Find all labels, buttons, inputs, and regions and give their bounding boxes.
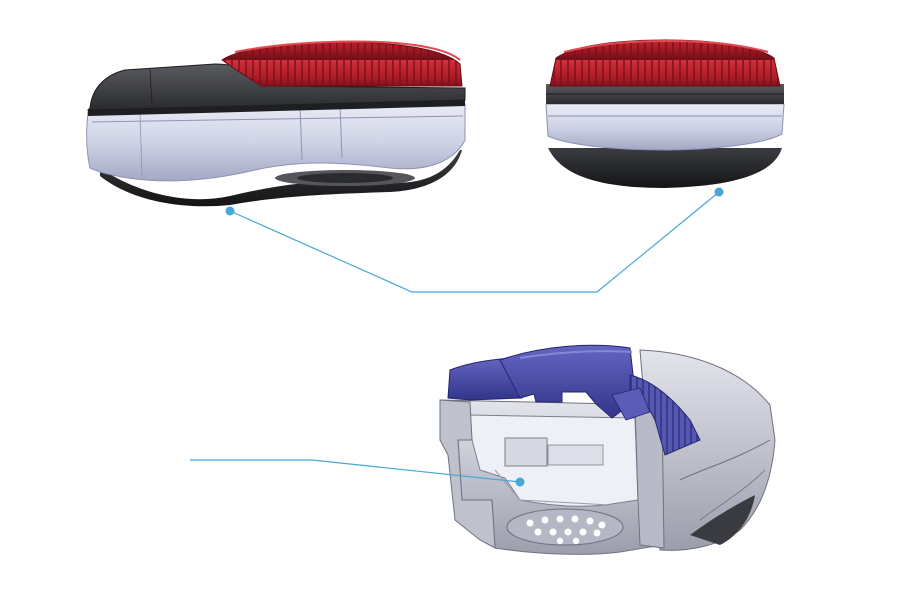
leader-dot-side (225, 206, 235, 216)
leader-line-section (190, 459, 521, 483)
section-cap-main (499, 344, 637, 419)
side-view (86, 40, 466, 207)
front-view (545, 39, 785, 188)
leader-lines-top (229, 191, 720, 293)
leader-line-side (229, 191, 720, 293)
cross-section-view (439, 344, 776, 555)
section-cap-left (447, 357, 523, 401)
side-shell (86, 103, 466, 182)
section-filter (506, 508, 624, 546)
leader-dot-section (515, 477, 525, 487)
side-base (100, 150, 462, 207)
front-shell (545, 103, 785, 151)
leader-dot-front (714, 187, 724, 197)
front-base (548, 148, 782, 188)
filter-holes (526, 515, 606, 545)
